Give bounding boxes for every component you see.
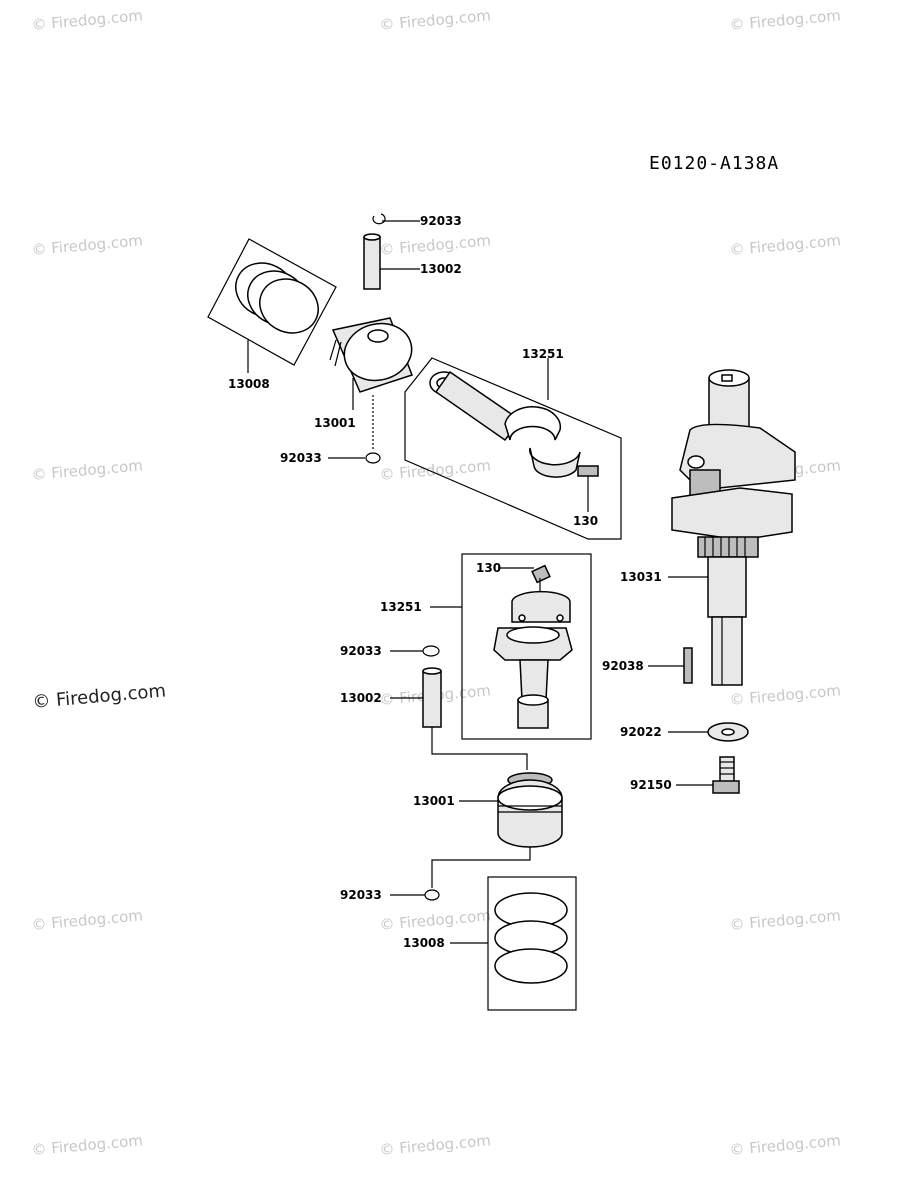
label-13001-lower: 13001 [413, 794, 455, 808]
watermark: © Firedog.com [32, 680, 167, 713]
label-13008-top: 13008 [228, 377, 270, 391]
watermark: © Firedog.com [31, 231, 144, 259]
crankshaft [671, 369, 796, 686]
washer [707, 722, 749, 742]
label-92033-lower-2: 92033 [340, 888, 382, 902]
watermark: © Firedog.com [729, 231, 842, 259]
label-13251-lower: 13251 [380, 600, 422, 614]
label-13001-top: 13001 [314, 416, 356, 430]
conrod-box-top [404, 357, 622, 540]
label-92033-mid: 92033 [280, 451, 322, 465]
label-92033-lower-1: 92033 [340, 644, 382, 658]
watermark: © Firedog.com [379, 1131, 492, 1159]
watermark: © Firedog.com [729, 1131, 842, 1159]
key [683, 647, 693, 684]
watermark: © Firedog.com [31, 456, 144, 484]
watermark: © Firedog.com [729, 681, 842, 709]
watermark: © Firedog.com [379, 231, 492, 259]
piston-top [329, 317, 413, 393]
label-92022: 92022 [620, 725, 662, 739]
crank-bolt [712, 756, 740, 794]
label-13002-lower: 13002 [340, 691, 382, 705]
watermark: © Firedog.com [729, 906, 842, 934]
piston-pin-lower [422, 667, 442, 728]
piston-lower [497, 772, 563, 848]
watermark: © Firedog.com [31, 6, 144, 34]
watermark: © Firedog.com [729, 6, 842, 34]
conrod-box-lower [461, 553, 592, 740]
watermark: © Firedog.com [379, 456, 492, 484]
label-92033-top: 92033 [420, 214, 462, 228]
label-130-lower: 130 [476, 561, 501, 575]
snap-ring-top [372, 213, 386, 225]
snap-ring-2 [365, 452, 381, 464]
snap-ring-lower-1 [422, 645, 440, 657]
snap-ring-lower-2 [424, 889, 440, 901]
label-13002-top: 13002 [420, 262, 462, 276]
label-13031: 13031 [620, 570, 662, 584]
piston-pin-top [363, 233, 381, 290]
label-13251-top: 13251 [522, 347, 564, 361]
watermark: © Firedog.com [379, 906, 492, 934]
watermark: © Firedog.com [31, 906, 144, 934]
label-130-top: 130 [573, 514, 598, 528]
watermark: © Firedog.com [379, 6, 492, 34]
diagram-code: E0120-A138A [649, 153, 780, 174]
label-92150: 92150 [630, 778, 672, 792]
ring-set-top [207, 238, 337, 366]
watermark: © Firedog.com [31, 1131, 144, 1159]
ring-set-lower [487, 876, 577, 1011]
label-92038: 92038 [602, 659, 644, 673]
label-13008-lower: 13008 [403, 936, 445, 950]
